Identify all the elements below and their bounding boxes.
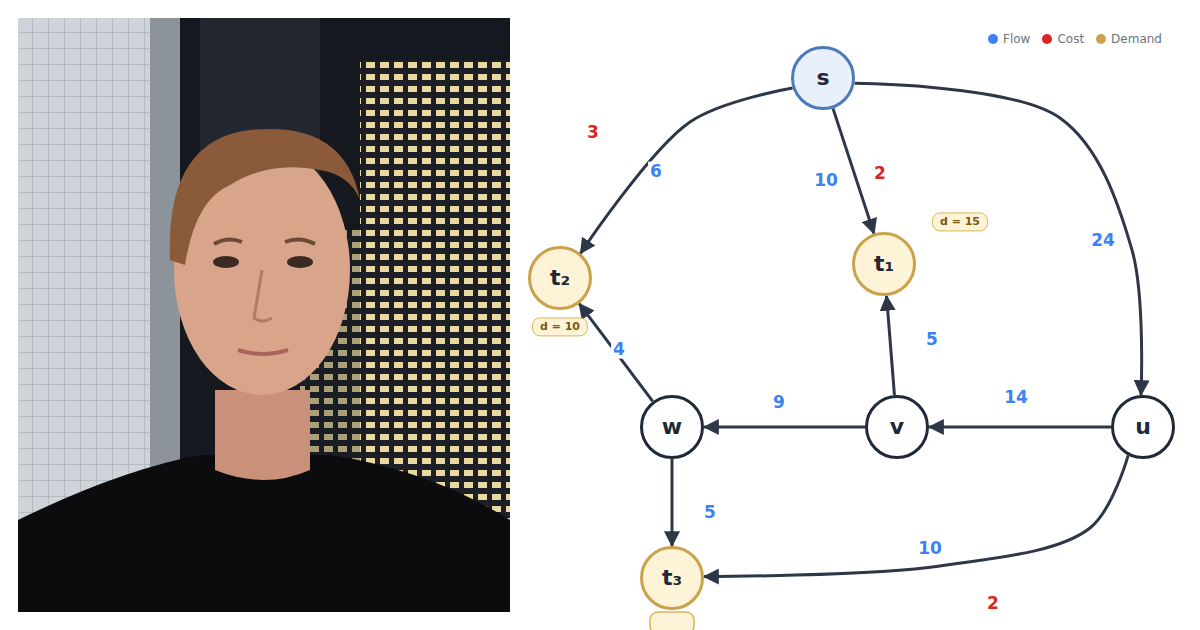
legend-swatch — [1042, 34, 1052, 44]
legend-item: Cost — [1042, 32, 1084, 46]
network-node: u — [1111, 395, 1175, 459]
cost-value: 2 — [874, 164, 886, 183]
flow-arrow — [887, 296, 895, 395]
demand-pill-partial — [650, 612, 694, 630]
flow-value: 10 — [812, 171, 840, 190]
legend-text: Demand — [1111, 32, 1162, 46]
network-node: w — [640, 395, 704, 459]
flow-value: 14 — [1002, 388, 1030, 407]
source-node: s — [791, 46, 855, 110]
node-label: t₂ — [550, 267, 570, 289]
network-node: v — [865, 395, 929, 459]
photo-scene — [18, 18, 510, 612]
node-label: v — [890, 416, 904, 438]
demand-badge: d = 10 — [532, 317, 588, 336]
node-label: u — [1135, 416, 1151, 438]
sink-node: t₁ — [852, 232, 916, 296]
sink-node: t₂ — [528, 246, 592, 310]
demand-badge: d = 15 — [932, 212, 988, 231]
flow-arrow — [929, 426, 1111, 429]
hair — [170, 129, 360, 265]
legend-text: Cost — [1057, 32, 1084, 46]
legend-item: Flow — [988, 32, 1030, 46]
flow-value: 24 — [1089, 231, 1117, 250]
flow-arrow — [579, 304, 653, 402]
flow-value: 9 — [771, 393, 787, 412]
flow-value: 6 — [648, 162, 664, 181]
flow-value: 5 — [702, 503, 718, 522]
flow-arrow — [671, 459, 674, 546]
legend-item: Demand — [1096, 32, 1162, 46]
flow-value: 10 — [916, 539, 944, 558]
sink-node: t₃ — [640, 546, 704, 610]
node-label: t₁ — [874, 253, 894, 275]
flow-value: 5 — [924, 330, 940, 349]
flow-value: 4 — [611, 340, 627, 359]
node-label: t₃ — [662, 567, 682, 589]
legend: Flow Cost Demand — [988, 32, 1162, 46]
flow-arrow — [704, 426, 865, 429]
cost-value: 3 — [587, 123, 599, 142]
node-label: w — [662, 416, 682, 438]
legend-swatch — [988, 34, 998, 44]
legend-text: Flow — [1003, 32, 1030, 46]
node-label: s — [816, 67, 829, 89]
flow-arrow — [704, 455, 1128, 576]
flow-arrow — [580, 88, 792, 253]
legend-swatch — [1096, 34, 1106, 44]
cost-value: 2 — [987, 594, 999, 613]
